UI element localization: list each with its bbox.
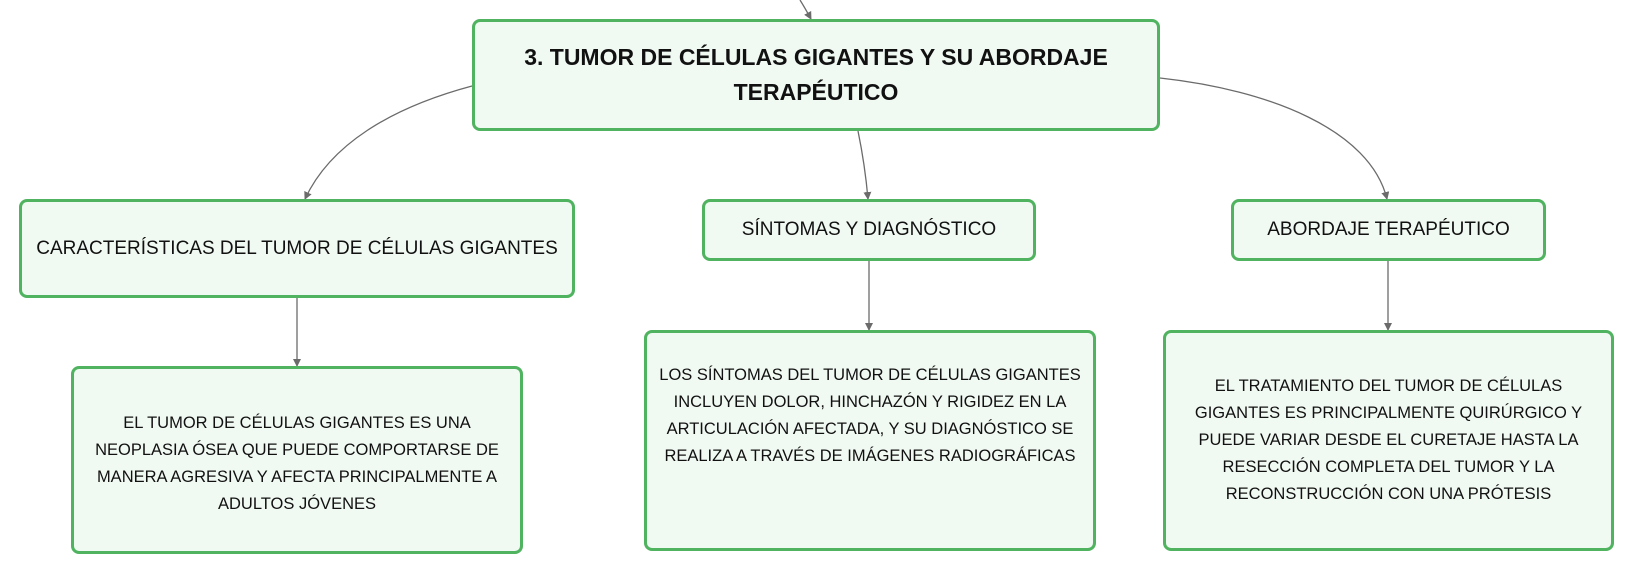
- branch-label-sintomas: SÍNTOMAS Y DIAGNÓSTICO: [741, 219, 997, 240]
- branch-node-caracteristicas[interactable]: CARACTERÍSTICAS DEL TUMOR DE CÉLULAS GIG…: [19, 199, 575, 298]
- root-topic-node[interactable]: 3. TUMOR DE CÉLULAS GIGANTES Y SU ABORDA…: [472, 19, 1160, 131]
- branch-node-abordaje[interactable]: ABORDAJE TERAPÉUTICO: [1231, 199, 1546, 261]
- detail-text-caracteristicas: EL TUMOR DE CÉLULAS GIGANTES ES UNA NEOP…: [95, 414, 499, 513]
- detail-text-sintomas: LOS SÍNTOMAS DEL TUMOR DE CÉLULAS GIGANT…: [659, 365, 1081, 465]
- detail-node-caracteristicas[interactable]: EL TUMOR DE CÉLULAS GIGANTES ES UNA NEOP…: [71, 366, 523, 554]
- branch-label-caracteristicas: CARACTERÍSTICAS DEL TUMOR DE CÉLULAS GIG…: [36, 237, 558, 259]
- root-topic-title: 3. TUMOR DE CÉLULAS GIGANTES Y SU ABORDA…: [524, 44, 1108, 105]
- detail-node-abordaje[interactable]: EL TRATAMIENTO DEL TUMOR DE CÉLULAS GIGA…: [1163, 330, 1614, 551]
- connector-root-to-sintomas: [857, 130, 872, 200]
- detail-node-sintomas[interactable]: LOS SÍNTOMAS DEL TUMOR DE CÉLULAS GIGANT…: [644, 330, 1096, 551]
- connector-incoming-to-root: [799, 0, 812, 20]
- connector-root-to-caracteristicas: [304, 85, 473, 200]
- connector-root-to-abordaje: [1159, 77, 1390, 200]
- branch-node-sintomas[interactable]: SÍNTOMAS Y DIAGNÓSTICO: [702, 199, 1036, 261]
- detail-text-abordaje: EL TRATAMIENTO DEL TUMOR DE CÉLULAS GIGA…: [1194, 377, 1583, 503]
- branch-label-abordaje: ABORDAJE TERAPÉUTICO: [1267, 219, 1510, 240]
